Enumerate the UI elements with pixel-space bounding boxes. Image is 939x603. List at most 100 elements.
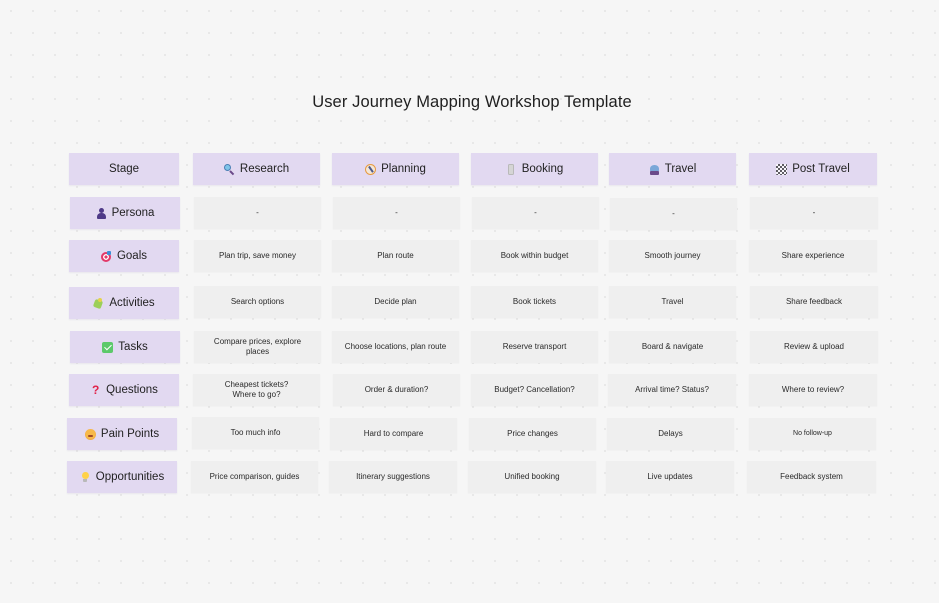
frustrated-face-icon — [84, 428, 96, 440]
luggage-icon — [649, 164, 660, 175]
cell-text: Order & duration? — [364, 384, 429, 394]
pain-points-booking-cell[interactable]: Price changes — [469, 418, 596, 450]
row-header-activities[interactable]: Activities — [69, 287, 179, 319]
tasks-post-travel-cell[interactable]: Review & upload — [750, 331, 878, 363]
cell-text: Search options — [230, 296, 285, 306]
cell-text: No follow-up — [793, 430, 832, 438]
stage-label: Research — [239, 163, 290, 175]
puzzle-piece-icon — [93, 297, 104, 309]
goals-booking-cell[interactable]: Book within budget — [471, 240, 598, 272]
questions-research-cell[interactable]: Cheapest tickets? Where to go? — [193, 374, 320, 406]
questions-post-travel-cell[interactable]: Where to review? — [749, 374, 877, 406]
stage-label: Booking — [521, 163, 564, 175]
pain-points-planning-cell[interactable]: Hard to compare — [330, 418, 457, 450]
cell-text: Unified booking — [504, 471, 560, 481]
cell-text: Smooth journey — [644, 250, 701, 260]
opportunities-research-cell[interactable]: Price comparison, guides — [191, 461, 318, 493]
stage-label: Planning — [381, 163, 426, 175]
questions-travel-cell[interactable]: Arrival time? Status? — [608, 374, 736, 406]
cell-text: Book within budget — [500, 250, 569, 260]
stage-header-planning[interactable]: Planning — [332, 153, 459, 185]
opportunities-travel-cell[interactable]: Live updates — [606, 461, 734, 493]
activities-travel-cell[interactable]: Travel — [609, 286, 736, 318]
row-label: Activities — [109, 297, 155, 309]
persona-research-cell[interactable]: - — [194, 197, 321, 229]
row-header-persona[interactable]: Persona — [70, 197, 180, 229]
pain-points-travel-cell[interactable]: Delays — [607, 418, 734, 450]
tasks-travel-cell[interactable]: Board & navigate — [609, 331, 736, 363]
persona-post-travel-cell[interactable]: - — [750, 197, 878, 229]
header-stage-label[interactable]: Stage — [69, 153, 179, 185]
activities-post-travel-cell[interactable]: Share feedback — [750, 286, 878, 318]
activities-booking-cell[interactable]: Book tickets — [471, 286, 598, 318]
tasks-booking-cell[interactable]: Reserve transport — [471, 331, 598, 363]
cell-text: Plan trip, save money — [219, 250, 296, 260]
persona-planning-cell[interactable]: - — [333, 197, 460, 229]
stage-header-research[interactable]: Research — [193, 153, 320, 185]
pain-points-research-cell[interactable]: Too much info — [192, 417, 319, 449]
goals-travel-cell[interactable]: Smooth journey — [609, 240, 736, 272]
row-header-goals[interactable]: Goals — [69, 240, 179, 272]
row-label: Opportunities — [95, 471, 165, 483]
activities-planning-cell[interactable]: Decide plan — [332, 286, 459, 318]
row-label: Goals — [116, 250, 148, 262]
cell-text: Budget? Cancellation? — [494, 384, 575, 394]
cell-text: - — [812, 207, 816, 217]
cell-text: Cheapest tickets? Where to go? — [224, 379, 289, 399]
goals-planning-cell[interactable]: Plan route — [332, 240, 459, 272]
questions-booking-cell[interactable]: Budget? Cancellation? — [471, 374, 598, 406]
question-mark-icon: ? — [91, 382, 100, 397]
cell-text: Too much info — [230, 427, 281, 437]
row-header-opportunities[interactable]: Opportunities — [67, 461, 177, 493]
goals-research-cell[interactable]: Plan trip, save money — [194, 240, 321, 272]
tasks-research-cell[interactable]: Compare prices, explore places — [194, 331, 321, 363]
cell-text: Itinerary suggestions — [356, 471, 430, 481]
checkered-flag-icon — [776, 163, 788, 175]
activities-research-cell[interactable]: Search options — [194, 286, 321, 318]
row-header-pain-points[interactable]: Pain Points — [67, 418, 177, 450]
stage-header-booking[interactable]: Booking — [471, 153, 598, 185]
cell-text: Compare prices, explore places — [213, 336, 302, 356]
magnifying-glass-icon — [223, 163, 235, 175]
cell-text: Live updates — [647, 471, 693, 481]
cell-text: Arrival time? Status? — [635, 384, 709, 394]
cell-text: Choose locations, plan route — [344, 341, 447, 351]
board-title: User Journey Mapping Workshop Template — [312, 93, 632, 111]
opportunities-post-travel-cell[interactable]: Feedback system — [747, 461, 876, 493]
cell-text: Hard to compare — [363, 428, 424, 438]
row-header-questions[interactable]: ? Questions — [69, 374, 179, 406]
tasks-planning-cell[interactable]: Choose locations, plan route — [332, 331, 459, 363]
mobile-phone-icon — [506, 163, 517, 175]
row-header-tasks[interactable]: Tasks — [70, 331, 180, 363]
cell-text: Decide plan — [374, 296, 417, 306]
target-icon — [100, 250, 112, 262]
cell-text: - — [256, 207, 259, 217]
cell-text: Review & upload — [783, 341, 845, 351]
cell-text: - — [395, 207, 398, 217]
stage-header-post-travel[interactable]: Post Travel — [749, 153, 877, 185]
cell-text: Board & navigate — [641, 341, 704, 351]
goals-post-travel-cell[interactable]: Share experience — [749, 240, 877, 272]
cell-text: Where to review? — [781, 384, 845, 394]
cell-text: Share feedback — [785, 296, 843, 306]
cell-text: Travel — [661, 296, 684, 306]
questions-planning-cell[interactable]: Order & duration? — [333, 374, 460, 406]
compass-icon — [365, 163, 377, 175]
cell-text: Delays — [658, 428, 683, 438]
stage-header-travel[interactable]: Travel — [609, 153, 736, 185]
check-mark-icon — [102, 341, 114, 353]
header-stage-text: Stage — [108, 163, 140, 175]
stage-label: Post Travel — [792, 163, 850, 175]
opportunities-booking-cell[interactable]: Unified booking — [468, 461, 596, 493]
cell-text: Price comparison, guides — [209, 471, 300, 481]
persona-travel-cell[interactable]: - — [610, 198, 737, 230]
cell-text: Book tickets — [512, 296, 557, 306]
cell-text: - — [534, 207, 537, 217]
pain-points-post-travel-cell[interactable]: No follow-up — [749, 418, 876, 450]
opportunities-planning-cell[interactable]: Itinerary suggestions — [329, 461, 457, 493]
row-label: Questions — [106, 384, 158, 396]
row-label: Persona — [111, 207, 155, 219]
persona-booking-cell[interactable]: - — [472, 197, 599, 229]
row-label: Tasks — [118, 341, 148, 353]
